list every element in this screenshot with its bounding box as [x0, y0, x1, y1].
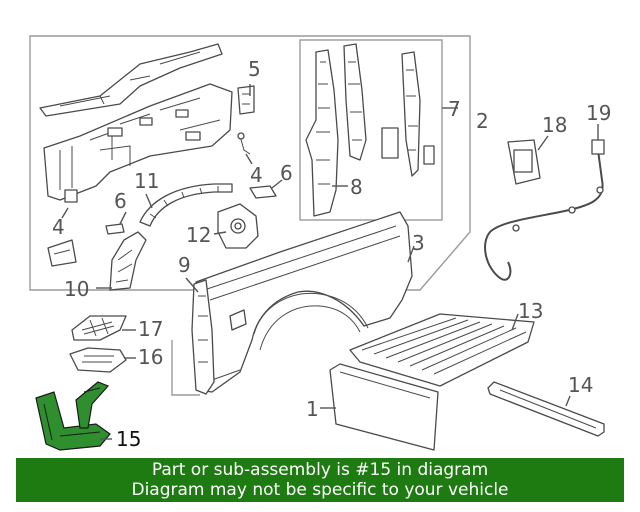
assembly-frame [29, 35, 471, 396]
bracket-12 [217, 203, 259, 249]
callout-14: 14 [568, 373, 593, 397]
highlighted-part-15 [35, 381, 111, 451]
clip-4 [237, 132, 251, 155]
callout-12: 12 [186, 223, 211, 247]
floor-13 [349, 313, 535, 387]
step-pad-16 [69, 347, 127, 373]
bracket-18 [507, 139, 541, 185]
side-panel-3 [195, 211, 413, 393]
front-panel-1 [329, 363, 439, 451]
plate-4-left [47, 239, 77, 267]
callout-6a: 6 [280, 161, 293, 185]
callout-5: 5 [248, 57, 261, 81]
banner-line-1: Part or sub-assembly is #15 in diagram [151, 460, 489, 480]
callout-labels: 1 2 3 4 4 5 6 6 7 8 9 10 11 12 13 14 15 … [52, 57, 611, 451]
callout-18: 18 [542, 113, 567, 137]
callout-8: 8 [350, 175, 363, 199]
callout-15: 15 [116, 427, 141, 451]
leader-lines [61, 84, 599, 440]
callout-16: 16 [138, 345, 163, 369]
callout-2: 2 [476, 109, 489, 133]
callout-4a: 4 [250, 163, 263, 187]
plate-6 [105, 185, 277, 235]
callout-1: 1 [306, 397, 319, 421]
pillar-9 [191, 279, 215, 395]
callout-4b: 4 [52, 215, 65, 239]
callout-10: 10 [64, 277, 89, 301]
wheelhouse-arc-11 [139, 183, 233, 227]
pillar-8 [305, 49, 339, 217]
pillar-7 [343, 43, 435, 177]
bracket-5 [237, 85, 255, 115]
callout-11: 11 [134, 169, 159, 193]
inner-panel-part [39, 43, 233, 203]
callout-13: 13 [518, 299, 543, 323]
callout-19: 19 [586, 101, 611, 125]
brace-10 [109, 231, 147, 291]
callout-9: 9 [178, 253, 191, 277]
callout-7: 7 [448, 97, 461, 121]
banner-line-2: Diagram may not be specific to your vehi… [131, 480, 509, 500]
rail-14 [487, 381, 605, 437]
harness-19 [484, 139, 605, 281]
callout-17: 17 [138, 317, 163, 341]
callout-6b: 6 [114, 189, 127, 213]
callout-3: 3 [412, 231, 425, 255]
info-banner: Part or sub-assembly is #15 in diagram D… [16, 458, 624, 502]
step-pad-17 [71, 315, 127, 341]
